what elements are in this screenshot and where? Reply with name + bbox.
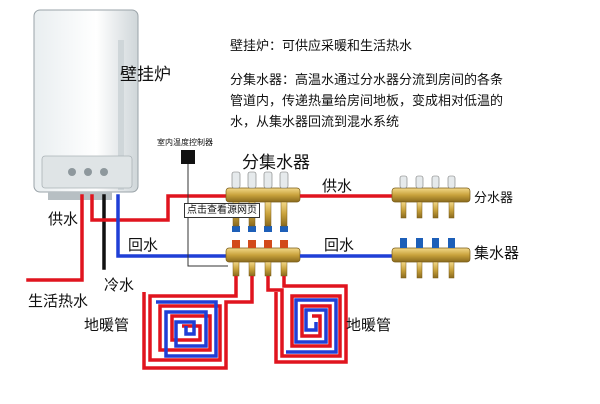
return-left-label: 回水 — [128, 236, 158, 254]
floor-heating-left-label: 地暖管 — [84, 316, 129, 334]
main-manifold — [225, 171, 301, 277]
room-controller-label: 室内温度控制器 — [157, 137, 213, 147]
floor-heating-loop-right — [266, 276, 348, 364]
distributor-unit — [391, 175, 471, 219]
boiler-label: 壁挂炉 — [120, 65, 171, 85]
cold-water-label: 冷水 — [104, 276, 134, 294]
manifold-description-line2: 管道内，传递热量给房间地板，变成相对低温的 — [230, 94, 504, 109]
manifold-link-pipes — [300, 194, 392, 258]
boiler-description: 壁挂炉：可供应采暖和生活热水 — [230, 39, 413, 54]
supply-left-label: 供水 — [48, 210, 78, 228]
view-source-tooltip[interactable]: 点击查看源网页 — [184, 203, 260, 218]
manifold-label: 分集水器 — [242, 153, 310, 173]
room-controller — [181, 150, 228, 267]
floor-heating-loop-left — [142, 276, 254, 370]
supply-top-label: 供水 — [322, 177, 352, 195]
collector-unit — [391, 238, 471, 279]
collector-label: 集水器 — [474, 244, 519, 262]
return-mid-label: 回水 — [324, 236, 354, 254]
distributor-label: 分水器 — [474, 191, 513, 206]
manifold-description-line1: 分集水器：高温水通过分水器分流到房间的各条 — [230, 73, 504, 88]
manifold-description-line3: 水，从集水器回流到混水系统 — [230, 115, 400, 130]
floor-heating-right-label: 地暖管 — [346, 316, 391, 334]
domestic-hot-water-label: 生活热水 — [28, 292, 88, 310]
boiler-unit — [33, 9, 139, 200]
